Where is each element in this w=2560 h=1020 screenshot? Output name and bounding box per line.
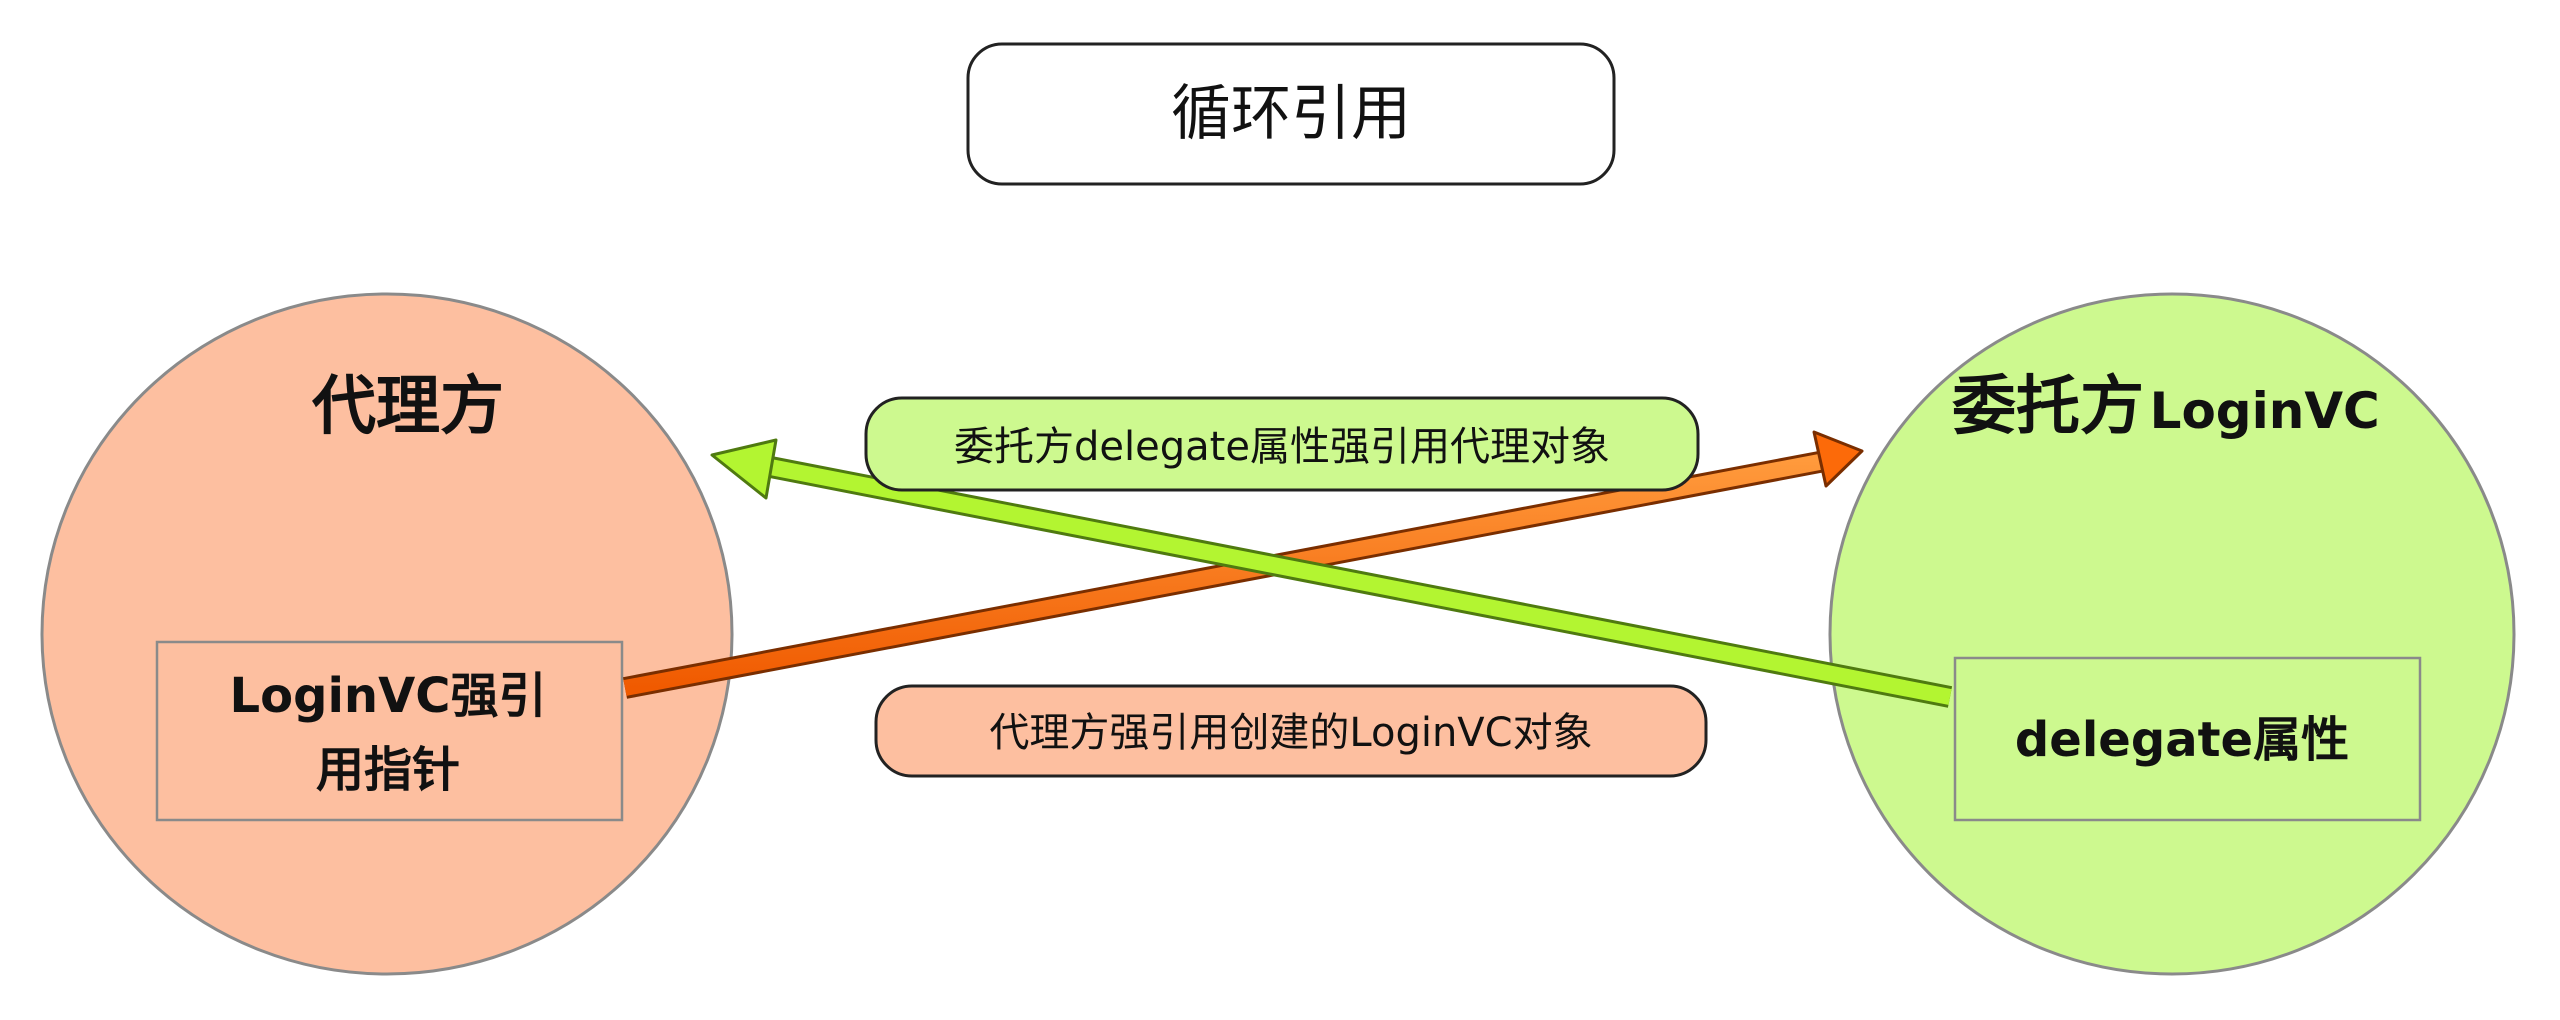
- green-arrow-head: [710, 438, 778, 500]
- delegator-circle: 委托方 LoginVC delegate属性: [1828, 292, 2516, 976]
- title-box: 循环引用: [966, 42, 1616, 186]
- orange-arrow: [622, 430, 1864, 699]
- proxy-circle: 代理方 LoginVC强引 用指针: [40, 292, 734, 976]
- green-arrow-label: 委托方delegate属性强引用代理对象: [864, 396, 1700, 492]
- delegate-property-label: delegate属性: [2015, 712, 2349, 768]
- green-arrow-text: 委托方delegate属性强引用代理对象: [954, 424, 1610, 470]
- diagram-title: 循环引用: [1171, 79, 1411, 149]
- green-arrow: [710, 438, 1953, 708]
- delegator-title-en: LoginVC: [2150, 382, 2380, 440]
- delegator-title-cn: 委托方: [1952, 370, 2144, 444]
- orange-arrow-label: 代理方强引用创建的LoginVC对象: [874, 684, 1708, 778]
- proxy-title: 代理方: [311, 370, 504, 444]
- delegate-property-box: [1953, 656, 2422, 822]
- orange-arrow-text: 代理方强引用创建的LoginVC对象: [989, 710, 1592, 756]
- proxy-box-line2: 用指针: [316, 742, 460, 798]
- proxy-pointer-box: [155, 640, 624, 822]
- delegator-title: 委托方 LoginVC: [1952, 370, 2380, 444]
- orange-arrow-head: [1812, 430, 1864, 488]
- proxy-box-line1: LoginVC强引: [230, 668, 547, 724]
